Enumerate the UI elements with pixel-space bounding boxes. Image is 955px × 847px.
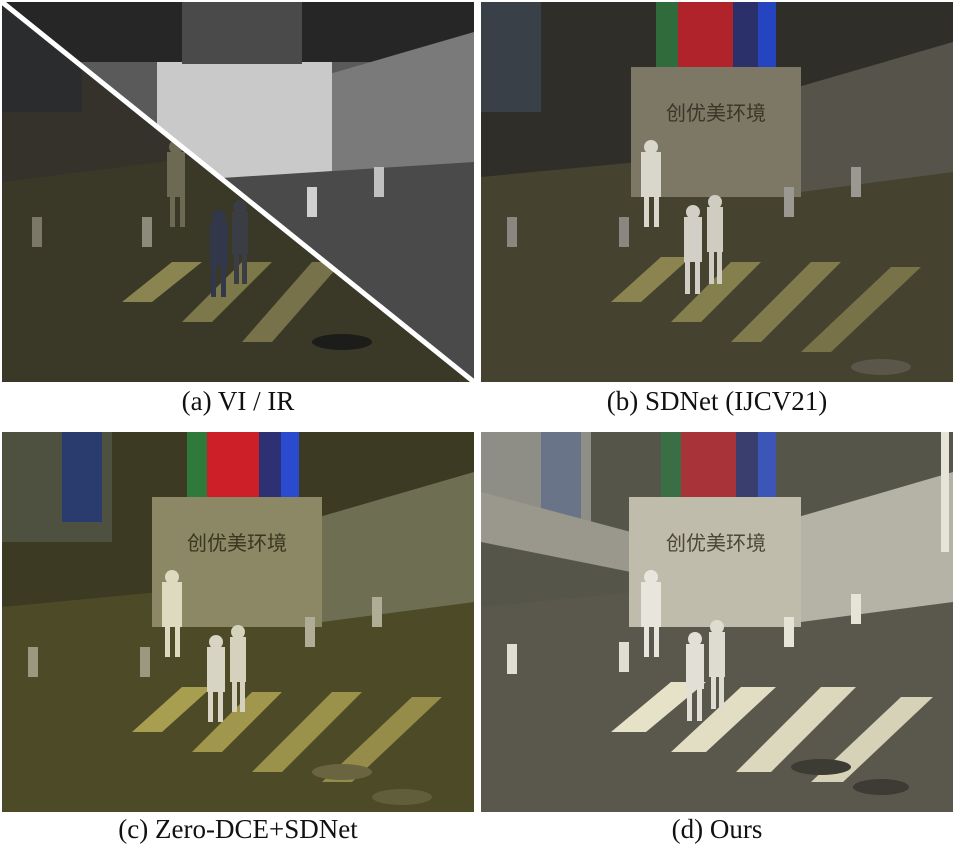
caption-b: (b) SDNet (IJCV21) (606, 386, 828, 416)
panel-sdnet-image: 创优美环境 (481, 2, 953, 382)
panel-zero-dce-sdnet-image: 创优美环境 (2, 432, 474, 812)
caption-d: (d) Ours (671, 814, 763, 844)
panel-vi-ir-image (2, 2, 474, 382)
sign-text-b: 创优美环境 (666, 101, 766, 125)
sign-text-c: 创优美环境 (187, 531, 287, 555)
panel-ours-image: 创优美环境 (481, 432, 953, 812)
caption-a: (a) VI / IR (181, 386, 295, 416)
sign-text-d: 创优美环境 (666, 531, 766, 555)
caption-c: (c) Zero-DCE+SDNet (118, 814, 358, 844)
